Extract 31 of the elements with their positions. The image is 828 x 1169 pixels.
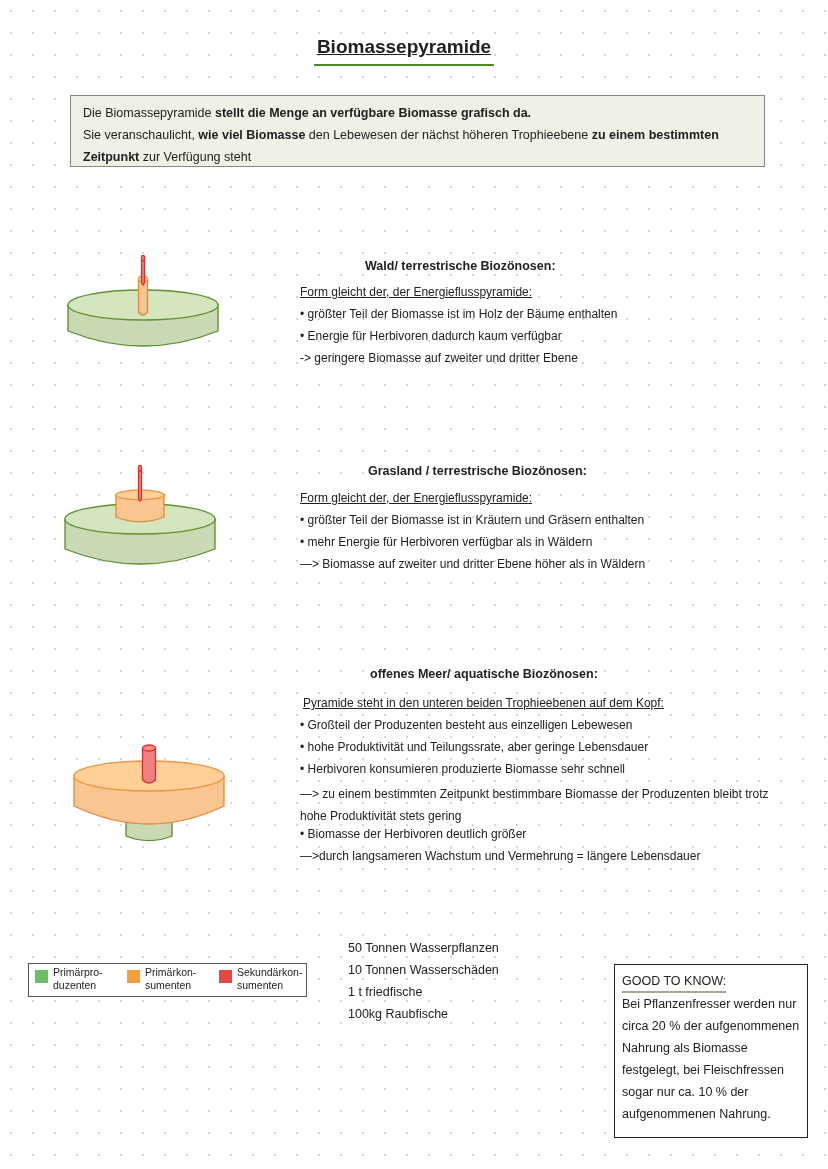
note-line: -> geringere Biomasse auf zweiter und dritter Ebene bbox=[300, 350, 579, 366]
note-line: • Großteil der Produzenten besteht aus einzelligen Lebewesen bbox=[300, 717, 634, 733]
section-heading: Wald/ terrestrische Biozönosen: bbox=[365, 258, 557, 274]
note-line: —> Biomasse auf zweiter und dritter Ebene höher als in Wäldern bbox=[300, 556, 647, 572]
legend-label: Primärkon- sumenten bbox=[145, 966, 198, 992]
note-line: —> zu einem bestimmten Zeitpunkt bestimmbare Biomasse der Produzenten bleibt trotz hohe Produktivität stets gering bbox=[300, 786, 770, 825]
info-heading: GOOD TO KNOW: bbox=[622, 971, 727, 993]
note-line: • mehr Energie für Herbivoren verfügbar als in Wäldern bbox=[300, 534, 594, 550]
info-text: Bei Pflanzenfresser werden nur circa 20 % der aufgenommenen Nahrung als Biomasse festgelegt, bei Fleischfressen sogar nur ca. 10 % der aufgenommenen Nahrung. bbox=[622, 996, 800, 1123]
legend-label: Primärpro- duzenten bbox=[53, 966, 104, 992]
note-line: • größter Teil der Biomasse ist im Holz der Bäume enthalten bbox=[300, 306, 619, 322]
note-line: • Herbivoren konsumieren produzierte Biomasse sehr schnell bbox=[300, 761, 627, 777]
section-subheading: Form gleicht der, der Energieflusspyramide: bbox=[300, 490, 534, 506]
definition-text: Sie veranschaulicht, wie viel Biomasse den Lebewesen der nächst höheren Trophieebene zu einem bestimmten Zeitpunkt zur Verfügung steht bbox=[83, 127, 720, 166]
note-line: • Biomasse der Herbivoren deutlich größer bbox=[300, 826, 528, 842]
quantity-line: 10 Tonnen Wasserschäden bbox=[348, 962, 500, 978]
quantity-line: 100kg Raubfische bbox=[348, 1006, 450, 1022]
page-title: Biomassepyramide bbox=[314, 36, 494, 66]
note-line: • größter Teil der Biomasse ist in Kräutern und Gräsern enthalten bbox=[300, 512, 646, 528]
definition-text: Die Biomassepyramide stellt die Menge an verfügbare Biomasse grafisch da. bbox=[83, 105, 533, 122]
note-line: • hohe Produktivität und Teilungssrate, aber geringe Lebensdauer bbox=[300, 739, 650, 755]
definition-box bbox=[70, 95, 765, 167]
section-heading: offenes Meer/ aquatische Biozönosen: bbox=[370, 666, 599, 682]
quantity-line: 1 t friedfische bbox=[348, 984, 424, 1000]
section-subheading: Form gleicht der, der Energieflusspyramide: bbox=[300, 284, 534, 300]
section-subheading: Pyramide steht in den unteren beiden Trophieebenen auf dem Kopf: bbox=[303, 695, 665, 711]
info-box bbox=[614, 964, 808, 1138]
note-line: • Energie für Herbivoren dadurch kaum verfügbar bbox=[300, 328, 563, 344]
quantity-line: 50 Tonnen Wasserpflanzen bbox=[348, 940, 500, 956]
section-heading: Grasland / terrestrische Biozönosen: bbox=[368, 463, 588, 479]
note-line: —>durch langsameren Wachstum und Vermehrung = längere Lebensdauer bbox=[300, 848, 702, 864]
